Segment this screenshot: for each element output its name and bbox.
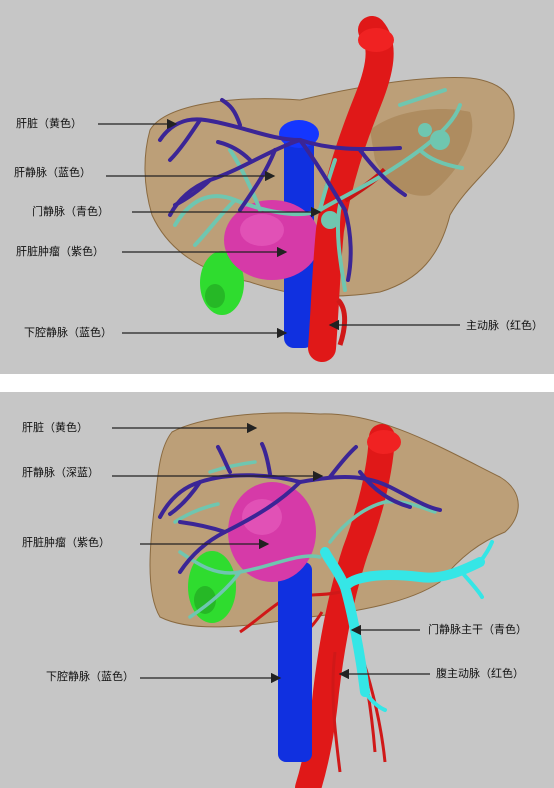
bottom-panel: 肝脏（黄色） 肝静脉（深蓝） 肝脏肿瘤（紫色） 下腔静脉（蓝色） 门静脉主干（青…: [0, 392, 554, 788]
label-liver: 肝脏（黄色）: [22, 421, 88, 434]
top-liver-render: [98, 16, 515, 362]
label-ivc: 下腔静脉（蓝色）: [24, 326, 112, 339]
label-hepatic-vein: 肝静脉（蓝色）: [14, 166, 91, 179]
bottom-liver-render: [112, 412, 519, 788]
label-abdominal-aorta: 腹主动脉（红色）: [436, 667, 524, 680]
label-ivc: 下腔静脉（蓝色）: [46, 670, 134, 683]
label-tumor: 肝脏肿瘤（紫色）: [22, 536, 110, 549]
portal-trunk-shape: [320, 547, 485, 697]
portal-vein-shape: [173, 88, 464, 292]
label-liver: 肝脏（黄色）: [16, 117, 82, 130]
label-portal-trunk: 门静脉主干（青色）: [428, 623, 527, 636]
top-panel: 肝脏（黄色） 肝静脉（蓝色） 门静脉（青色） 肝脏肿瘤（紫色） 下腔静脉（蓝色）…: [0, 0, 554, 374]
label-portal-vein: 门静脉（青色）: [32, 205, 109, 218]
aorta-shape: [295, 424, 395, 788]
label-tumor: 肝脏肿瘤（紫色）: [16, 245, 104, 258]
label-hepatic-vein: 肝静脉（深蓝）: [22, 466, 99, 479]
ivc-shape: [278, 562, 312, 762]
portal-vein-shape: [173, 460, 437, 619]
aorta-shape: [308, 16, 394, 362]
hepatic-vein-shape: [158, 442, 442, 574]
label-aorta: 主动脉（红色）: [466, 319, 543, 332]
hepatic-vein-shape: [158, 98, 407, 282]
